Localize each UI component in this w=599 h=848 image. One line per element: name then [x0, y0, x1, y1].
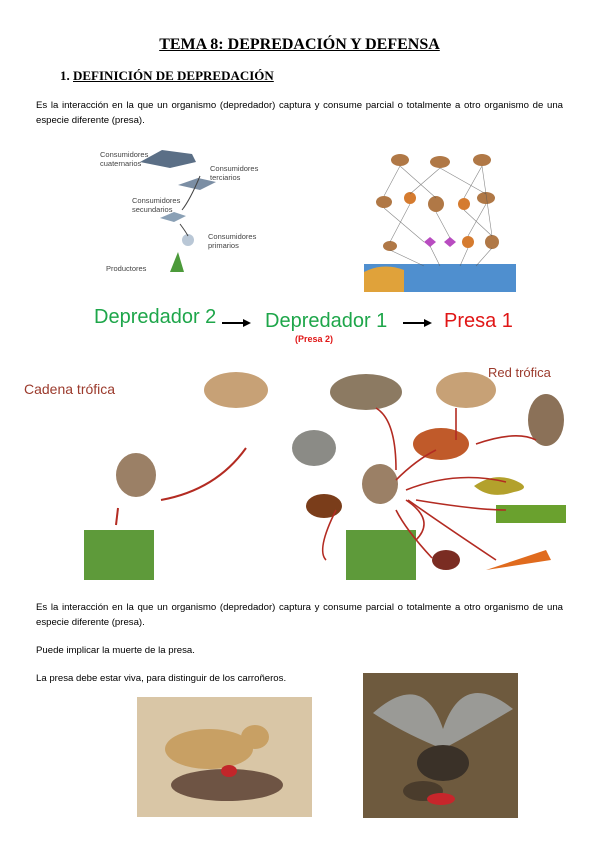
section-number: 1. [60, 68, 70, 83]
body-paragraph-1: Es la interacción en la que un organismo… [36, 602, 563, 628]
section-label: DEFINICIÓN DE DEPREDACIÓN [73, 68, 274, 83]
flow-prey-1: Presa 1 [444, 310, 513, 332]
label-cuaternarios: Consumidores cuaternarios [100, 150, 149, 168]
trophic-illustration [76, 360, 586, 590]
lioness-photo [137, 697, 312, 817]
marine-food-chain-figure: Consumidores cuaternarios Consumidores t… [100, 140, 280, 280]
label-primarios: Consumidores primarios [208, 232, 257, 250]
body-paragraph-2: Puede implicar la muerte de la presa. [36, 645, 195, 656]
body-paragraph-3: La presa debe estar viva, para distingui… [36, 673, 287, 684]
food-web-figure [364, 146, 516, 292]
vultures-photo [363, 673, 518, 818]
flow-predator-1: Depredador 1 [265, 310, 388, 332]
label-secundarios: Consumidores secundarios [132, 196, 181, 214]
label-terciarios: Consumidores terciarios [210, 164, 259, 182]
section-heading: 1. DEFINICIÓN DE DEPREDACIÓN [60, 68, 274, 84]
flow-predator-2: Depredador 2 [94, 306, 217, 328]
arrow-right-icon [222, 315, 252, 333]
label-productores: Productores [106, 264, 147, 273]
flow-predator-1-subtitle: (Presa 2) [295, 334, 334, 344]
arrow-right-icon [403, 315, 433, 333]
red-trofica-label: Red trófica [488, 365, 551, 380]
page-title: TEMA 8: DEPREDACIÓN Y DEFENSA [159, 36, 440, 53]
cadena-trofica-label: Cadena trófica [24, 381, 116, 397]
intro-paragraph: Es la interacción en la que un organismo… [36, 100, 563, 126]
